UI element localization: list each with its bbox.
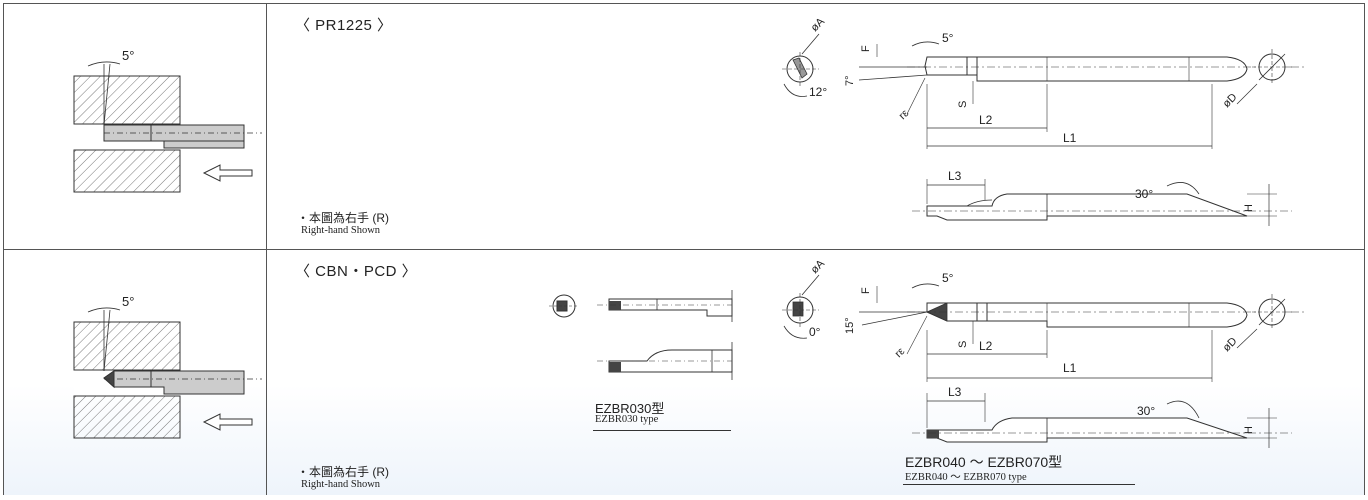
front-end-view: øA 12° bbox=[782, 15, 828, 99]
row-pr1225: 5° 〈 PR1225 〉 ・本圖為右手 (R) Right-hand Show… bbox=[4, 4, 1364, 250]
svg-text:øA: øA bbox=[809, 15, 828, 34]
tool-top-view: L3 30° H bbox=[912, 385, 1292, 448]
right-hand-note-en: Right-hand Shown bbox=[301, 225, 381, 236]
svg-text:L1: L1 bbox=[1063, 361, 1077, 375]
svg-text:S: S bbox=[957, 341, 969, 348]
tool-top-view: L3 30° H bbox=[912, 169, 1292, 226]
tool-side-view: F 5° 15° S rε L2 L1 bbox=[844, 271, 1307, 382]
feed-arrow-icon bbox=[202, 164, 253, 182]
boring-tool bbox=[103, 370, 262, 395]
series-title: 〈 PR1225 〉 bbox=[295, 17, 393, 34]
svg-text:L2: L2 bbox=[979, 339, 993, 353]
ezbr040-070-underline bbox=[903, 484, 1135, 485]
svg-text:L1: L1 bbox=[1063, 131, 1077, 145]
svg-text:øD: øD bbox=[1221, 335, 1240, 354]
ezbr040-070-type-en: EZBR040 ～ EZBR070 type bbox=[905, 472, 1027, 483]
svg-text:30°: 30° bbox=[1137, 404, 1155, 418]
boring-tool bbox=[103, 124, 262, 149]
svg-text:30°: 30° bbox=[1135, 187, 1153, 201]
dimension-drawing-cell: 〈 PR1225 〉 ・本圖為右手 (R) Right-hand Shown ø… bbox=[267, 4, 1364, 249]
spec-table: 5° 〈 PR1225 〉 ・本圖為右手 (R) Right-hand Show… bbox=[3, 3, 1365, 495]
series-title: 〈 CBN・PCD 〉 bbox=[295, 263, 418, 280]
angle-label-5: 5° bbox=[122, 294, 134, 309]
svg-text:15°: 15° bbox=[844, 317, 856, 334]
angle-label-5: 5° bbox=[122, 48, 134, 63]
svg-text:øD: øD bbox=[1221, 91, 1240, 110]
workpiece-lower bbox=[73, 149, 181, 193]
ezbr030-underline bbox=[593, 430, 731, 431]
workpiece-upper bbox=[73, 75, 181, 125]
right-hand-note-en: Right-hand Shown bbox=[301, 479, 381, 490]
svg-text:L3: L3 bbox=[948, 169, 962, 183]
cutting-illustration-cell: 5° bbox=[4, 250, 267, 495]
row-cbn-pcd: 5° 〈 CBN・PCD 〉 ・本圖為右手 (R) Right-hand Sho… bbox=[4, 250, 1364, 495]
svg-text:7°: 7° bbox=[844, 75, 856, 86]
boring-illustration: 5° bbox=[73, 48, 262, 193]
svg-text:F: F bbox=[860, 45, 872, 52]
svg-text:H: H bbox=[1243, 426, 1255, 434]
boring-illustration: 5° bbox=[73, 294, 262, 439]
svg-text:H: H bbox=[1243, 204, 1255, 212]
feed-arrow-icon bbox=[202, 413, 253, 431]
svg-text:øA: øA bbox=[809, 257, 828, 276]
ezbr030-drawing bbox=[549, 290, 733, 380]
right-hand-note-cn: ・本圖為右手 (R) bbox=[297, 211, 389, 225]
tool-dimension-drawing: øA 0° F 5° bbox=[782, 257, 1307, 448]
svg-text:L2: L2 bbox=[979, 113, 993, 127]
ezbr040-070-type-cn: EZBR040 ～ EZBR070型 bbox=[905, 454, 1063, 470]
svg-text:5°: 5° bbox=[942, 271, 954, 285]
svg-text:0°: 0° bbox=[809, 325, 821, 339]
ezbr030-type-en: EZBR030 type bbox=[595, 414, 659, 425]
right-hand-note-cn: ・本圖為右手 (R) bbox=[297, 465, 389, 479]
svg-text:rε: rε bbox=[893, 346, 908, 361]
tool-side-view: F 5° 7° S rε L2 L1 bbox=[844, 31, 1307, 149]
ezbr030-type-cn: EZBR030型 bbox=[595, 401, 665, 416]
svg-text:12°: 12° bbox=[809, 85, 827, 99]
svg-text:5°: 5° bbox=[942, 31, 954, 45]
svg-text:F: F bbox=[860, 287, 872, 294]
dimension-drawing-cell: 〈 CBN・PCD 〉 ・本圖為右手 (R) Right-hand Shown … bbox=[267, 250, 1364, 495]
front-end-view: øA 0° bbox=[782, 257, 828, 339]
svg-text:L3: L3 bbox=[948, 385, 962, 399]
tool-dimension-drawing: øA 12° F 5° bbox=[782, 15, 1307, 226]
svg-text:S: S bbox=[957, 101, 969, 108]
cutting-illustration-cell: 5° bbox=[4, 4, 267, 249]
